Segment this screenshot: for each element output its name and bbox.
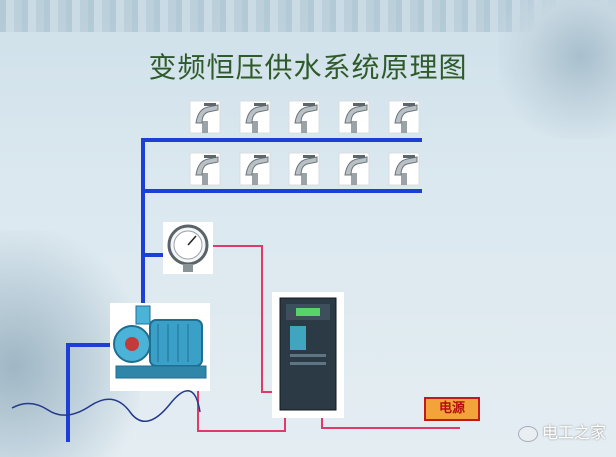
faucet-row-2 — [189, 152, 420, 186]
faucet-icon — [239, 100, 271, 134]
gauge-to-inverter-wire — [212, 245, 282, 393]
faucet-icon — [338, 100, 370, 134]
faucet-icon — [189, 100, 221, 134]
water-pipes — [66, 138, 422, 442]
watermark: 电工之家 — [517, 419, 606, 443]
frequency-inverter-icon — [272, 292, 344, 418]
main-riser-pipe — [141, 138, 422, 307]
water-level-line — [11, 390, 201, 422]
faucet-row-1 — [189, 100, 420, 134]
wechat-icon — [517, 425, 538, 442]
faucet-icon — [288, 100, 320, 134]
decorative-frame-right — [498, 0, 616, 140]
power-label: 电源 — [424, 397, 480, 421]
inlet-pipe — [66, 343, 122, 442]
faucet-icon — [388, 100, 420, 134]
watermark-text: 电工之家 — [541, 423, 606, 442]
faucet-icon — [239, 152, 271, 186]
faucet-icon — [189, 152, 221, 186]
diagram-title: 变频恒压供水系统原理图 — [148, 51, 468, 84]
faucet-icon — [288, 152, 320, 186]
faucet-icon — [388, 152, 420, 186]
water-pump-icon — [110, 303, 210, 391]
pressure-gauge-icon — [163, 222, 213, 274]
faucet-icon — [338, 152, 370, 186]
pump-to-inverter-wire — [197, 375, 286, 432]
